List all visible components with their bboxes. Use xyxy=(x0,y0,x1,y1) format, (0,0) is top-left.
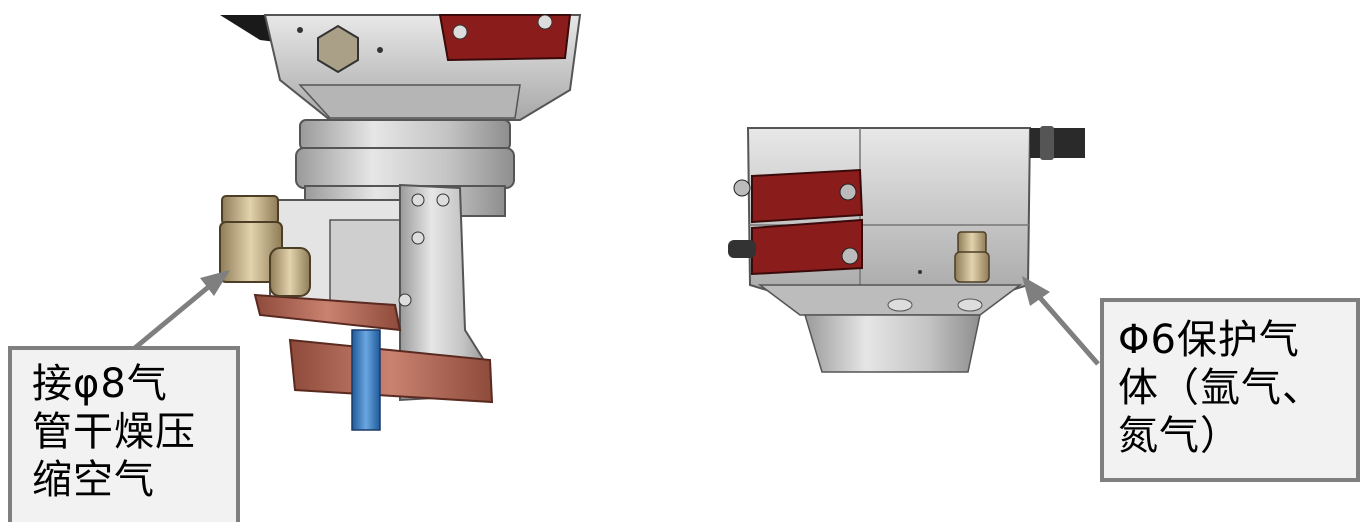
callout-line: Φ6保护气 xyxy=(1118,317,1300,363)
callout-line: 接φ8气 xyxy=(32,361,168,407)
callout-line: 缩空气 xyxy=(32,457,155,503)
elbow-fitting xyxy=(221,195,279,225)
callout-line: 体（氩气、 xyxy=(1118,365,1323,411)
copper-block xyxy=(253,293,402,332)
right-callout-arrow xyxy=(1033,290,1100,366)
left-callout-arrow xyxy=(128,282,214,354)
hex-bolt xyxy=(317,24,359,74)
callout-compressed-air: 接φ8气 管干燥压 缩空气 xyxy=(8,346,240,522)
blue-tube xyxy=(351,329,381,431)
callout-line: 氮气） xyxy=(1118,413,1241,459)
callout-line: 管干燥压 xyxy=(32,409,196,455)
knob xyxy=(1030,128,1085,158)
collar-ring xyxy=(299,119,511,151)
callout-shielding-gas: Φ6保护气 体（氩气、 氮气） xyxy=(1100,298,1360,482)
left-assembly xyxy=(219,14,582,431)
nozzle-cone xyxy=(803,314,981,373)
red-plate xyxy=(751,168,864,224)
gas-fitting xyxy=(957,231,987,255)
right-assembly xyxy=(728,126,1085,373)
red-plate xyxy=(438,14,572,62)
